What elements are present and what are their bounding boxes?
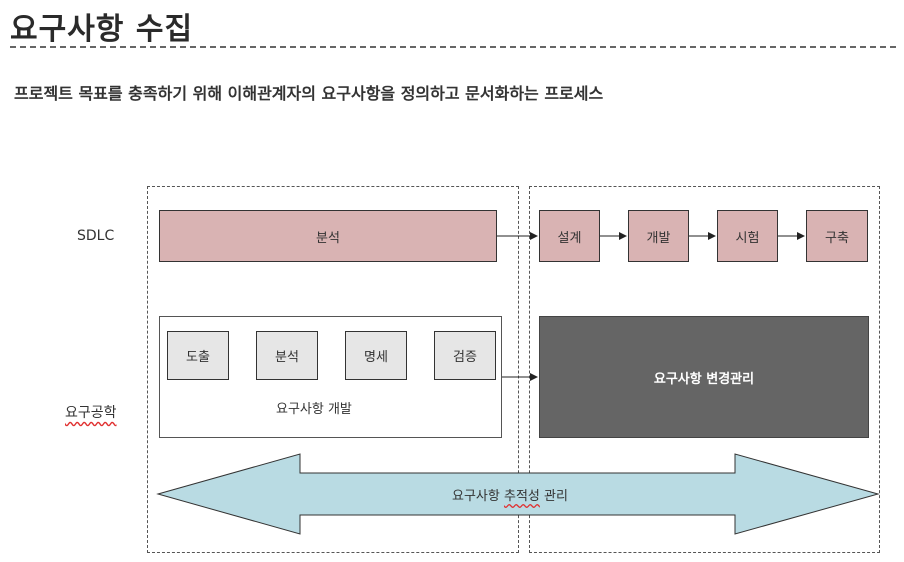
sdlc-analysis-box: 분석 [159, 210, 497, 262]
sdlc-design-box: 설계 [539, 210, 600, 262]
traceability-prefix: 요구사항 [452, 489, 504, 504]
requirements-change-management-box: 요구사항 변경관리 [539, 316, 869, 438]
requirements-development-caption: 요구사항 개발 [276, 402, 352, 417]
step-validation-box: 검증 [434, 331, 496, 380]
page-title: 요구사항 수집 [10, 12, 194, 47]
sdlc-deployment-box: 구축 [806, 210, 868, 262]
sdlc-test-box: 시험 [717, 210, 778, 262]
traceability-arrow [156, 453, 880, 535]
requirements-engineering-row-label: 요구공학 [65, 405, 117, 421]
sdlc-development-box: 개발 [628, 210, 689, 262]
step-elicitation-box: 도출 [167, 331, 229, 380]
sdlc-row-label: SDLC [77, 228, 115, 244]
step-specification-box: 명세 [345, 331, 407, 380]
page-subtitle: 프로젝트 목표를 충족하기 위해 이해관계자의 요구사항을 정의하고 문서화하는… [14, 84, 604, 103]
title-divider [10, 46, 896, 48]
left-phase-frame [147, 186, 519, 553]
traceability-label: 요구사항 추적성 관리 [452, 485, 568, 504]
step-analysis-box: 분석 [256, 331, 318, 380]
traceability-keyword: 추적성 [503, 489, 540, 504]
traceability-suffix: 관리 [539, 489, 568, 504]
right-phase-frame [529, 186, 880, 553]
